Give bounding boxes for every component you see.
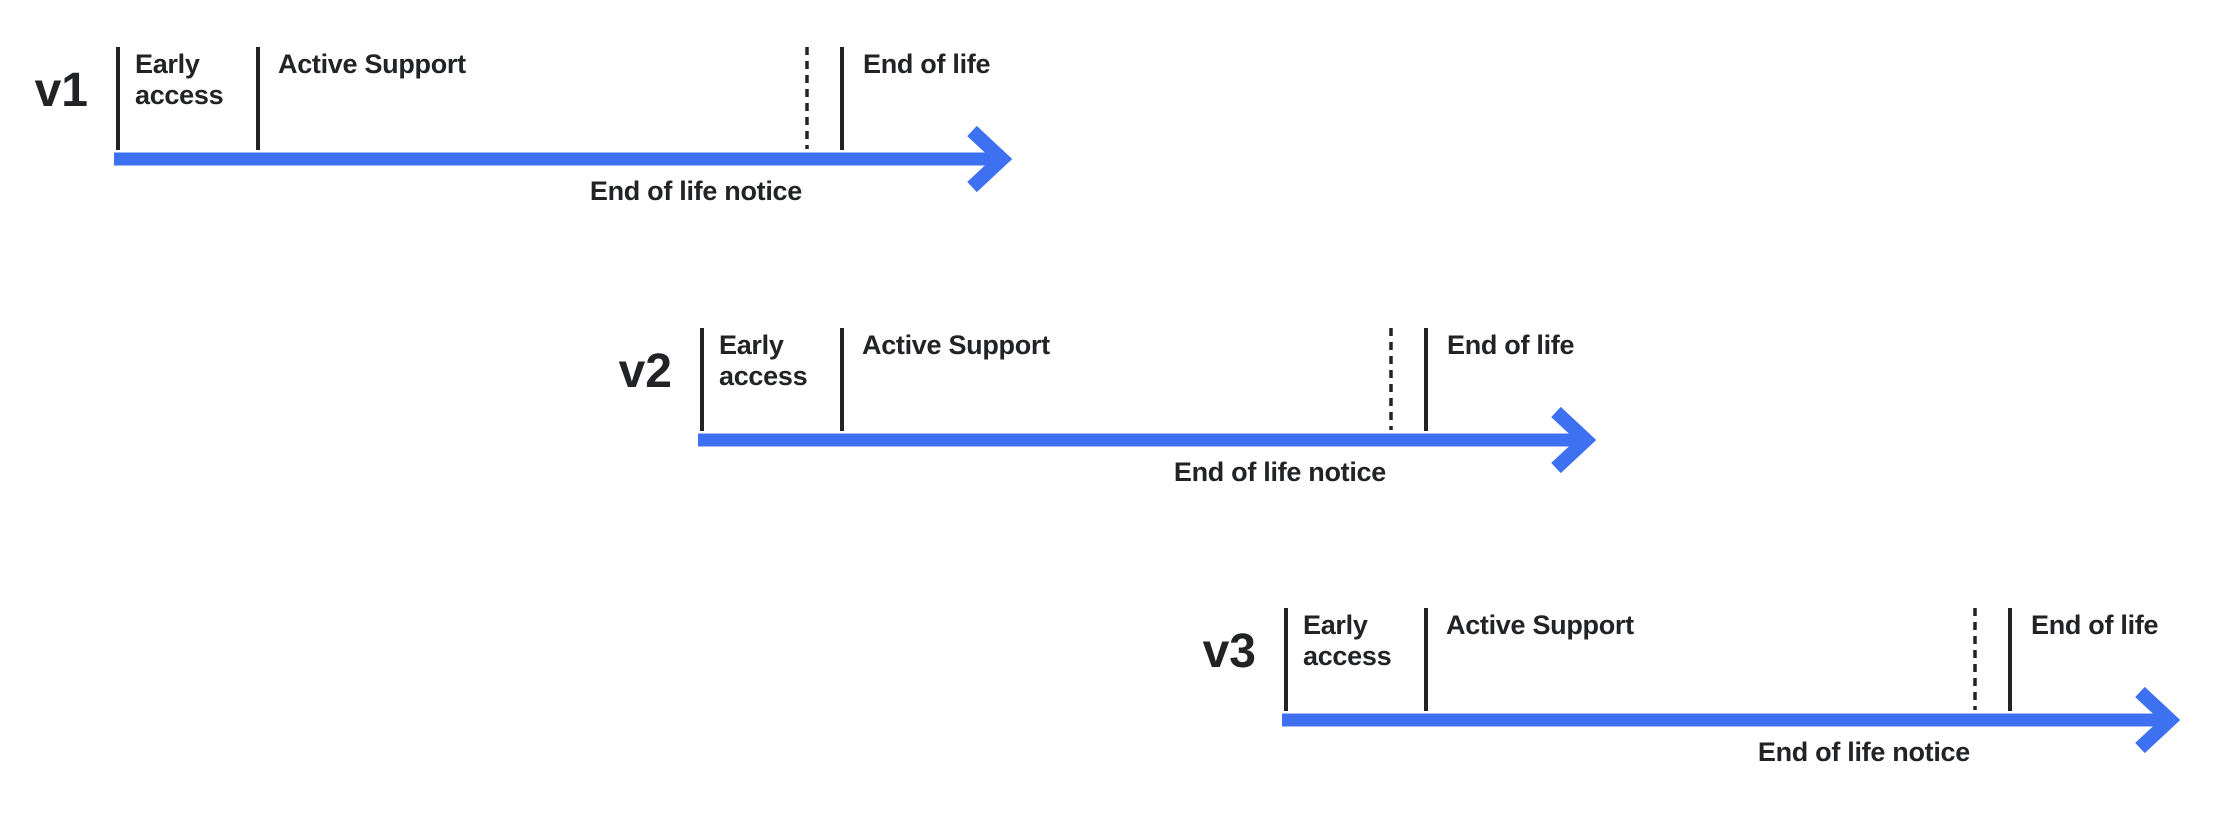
version-label: v2	[618, 345, 672, 398]
active-support-label: Active Support	[1446, 610, 1634, 640]
end-of-life-label: End of life	[1447, 330, 1575, 360]
end-of-life-label: End of life	[2031, 610, 2159, 640]
version-label: v3	[1202, 625, 1256, 678]
timeline-v2-graphic	[698, 328, 1597, 474]
timeline-v3-graphic	[1282, 608, 2181, 754]
early-access-label: Early access	[1303, 610, 1392, 671]
timeline-arrow-head	[2135, 686, 2181, 754]
timeline-v1: v1 Early access Active Support End of li…	[0, 19, 1128, 269]
active-support-label: Active Support	[862, 330, 1050, 360]
timeline-v1-graphic	[114, 47, 1013, 193]
end-of-life-notice-label: End of life notice	[589, 176, 802, 206]
version-label: v1	[34, 64, 88, 117]
timeline-arrow-head	[1551, 406, 1597, 474]
end-of-life-notice-label: End of life notice	[1173, 457, 1386, 487]
timeline-v2: v2 Early access Active Support End of li…	[552, 300, 1712, 550]
active-support-label: Active Support	[278, 49, 466, 79]
lifecycle-diagram: v1 Early access Active Support End of li…	[0, 19, 2181, 767]
early-access-label: Early access	[135, 49, 224, 110]
end-of-life-notice-label: End of life notice	[1757, 737, 1970, 767]
timeline-v3: v3 Early access Active Support End of li…	[1136, 580, 2228, 830]
timeline-arrow-head	[967, 125, 1013, 193]
early-access-label: Early access	[719, 330, 808, 391]
end-of-life-label: End of life	[863, 49, 991, 79]
